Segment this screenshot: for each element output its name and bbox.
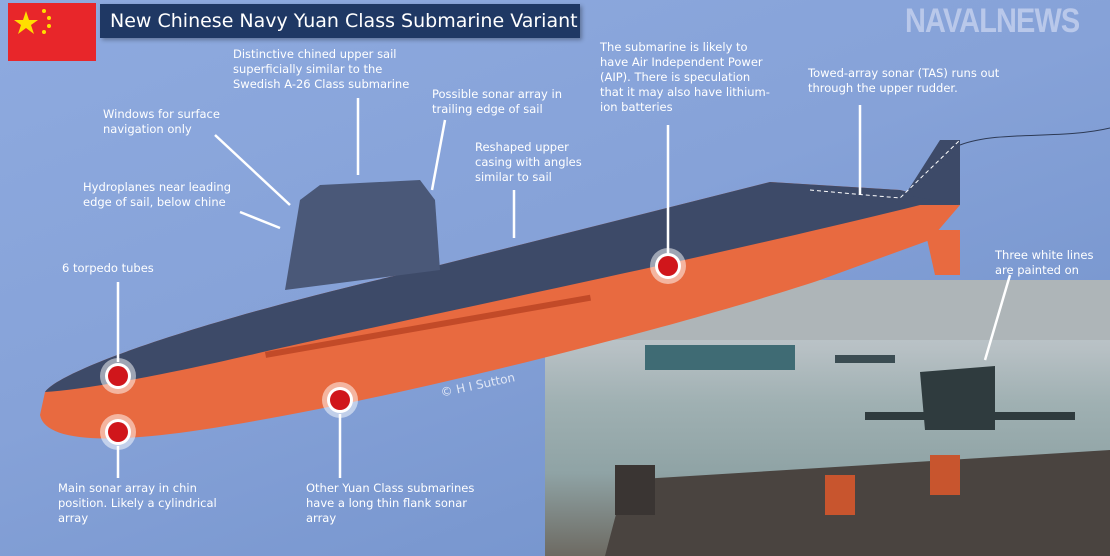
sail <box>285 180 440 290</box>
note-casing: Reshaped upper casing with angles simila… <box>475 140 582 184</box>
note-aip: The submarine is likely to have Air Inde… <box>600 40 770 114</box>
note-torpedo: 6 torpedo tubes <box>62 261 154 275</box>
note-windows: Windows for surface navigation only <box>103 107 220 136</box>
note-tas: Towed-array sonar (TAS) runs out through… <box>808 66 1000 95</box>
note-sonar-sail: Possible sonar array in trailing edge of… <box>432 87 563 116</box>
upper-rudder <box>905 140 960 205</box>
navalnews-logo: NAVALNEWS <box>905 2 1080 40</box>
china-flag <box>8 3 96 61</box>
note-hydroplanes: Hydroplanes near leading edge of sail, b… <box>83 180 232 209</box>
page-title: New Chinese Navy Yuan Class Submarine Va… <box>100 4 580 38</box>
note-white-lines: Three white lines are painted on <box>995 248 1094 277</box>
hull-upper <box>45 182 960 392</box>
marker-icons <box>100 248 686 450</box>
note-flank: Other Yuan Class submarines have a long … <box>306 481 475 525</box>
note-sail: Distinctive chined upper sail superficia… <box>233 47 410 91</box>
lower-rudder <box>925 230 960 275</box>
note-chin: Main sonar array in chin position. Likel… <box>58 481 217 525</box>
